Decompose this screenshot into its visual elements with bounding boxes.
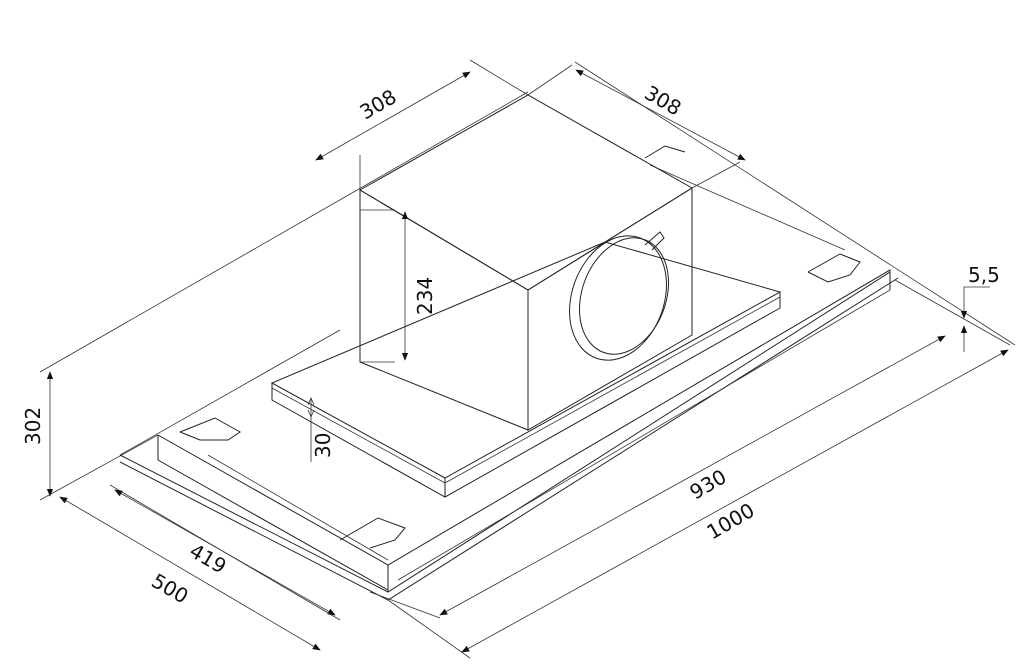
dim-outer-depth: 500 (148, 569, 193, 609)
dim-outer-length: 1000 (703, 498, 759, 544)
dim-inner-length: 930 (686, 464, 731, 504)
dim-total-height: 302 (21, 407, 45, 445)
dim-inner-depth: 419 (186, 539, 231, 579)
dim-chimney-width: 308 (356, 84, 401, 124)
chimney (359, 94, 693, 431)
dimension-lines (46, 69, 1009, 653)
dim-chimney-height: 234 (413, 277, 437, 315)
ceiling-plate (119, 145, 899, 601)
glass-canopy (270, 241, 782, 498)
dim-chimney-depth: 308 (641, 81, 686, 121)
dim-panel-offset: 5,5 (968, 263, 1000, 287)
dim-glass-thickness: 30 (311, 433, 335, 458)
